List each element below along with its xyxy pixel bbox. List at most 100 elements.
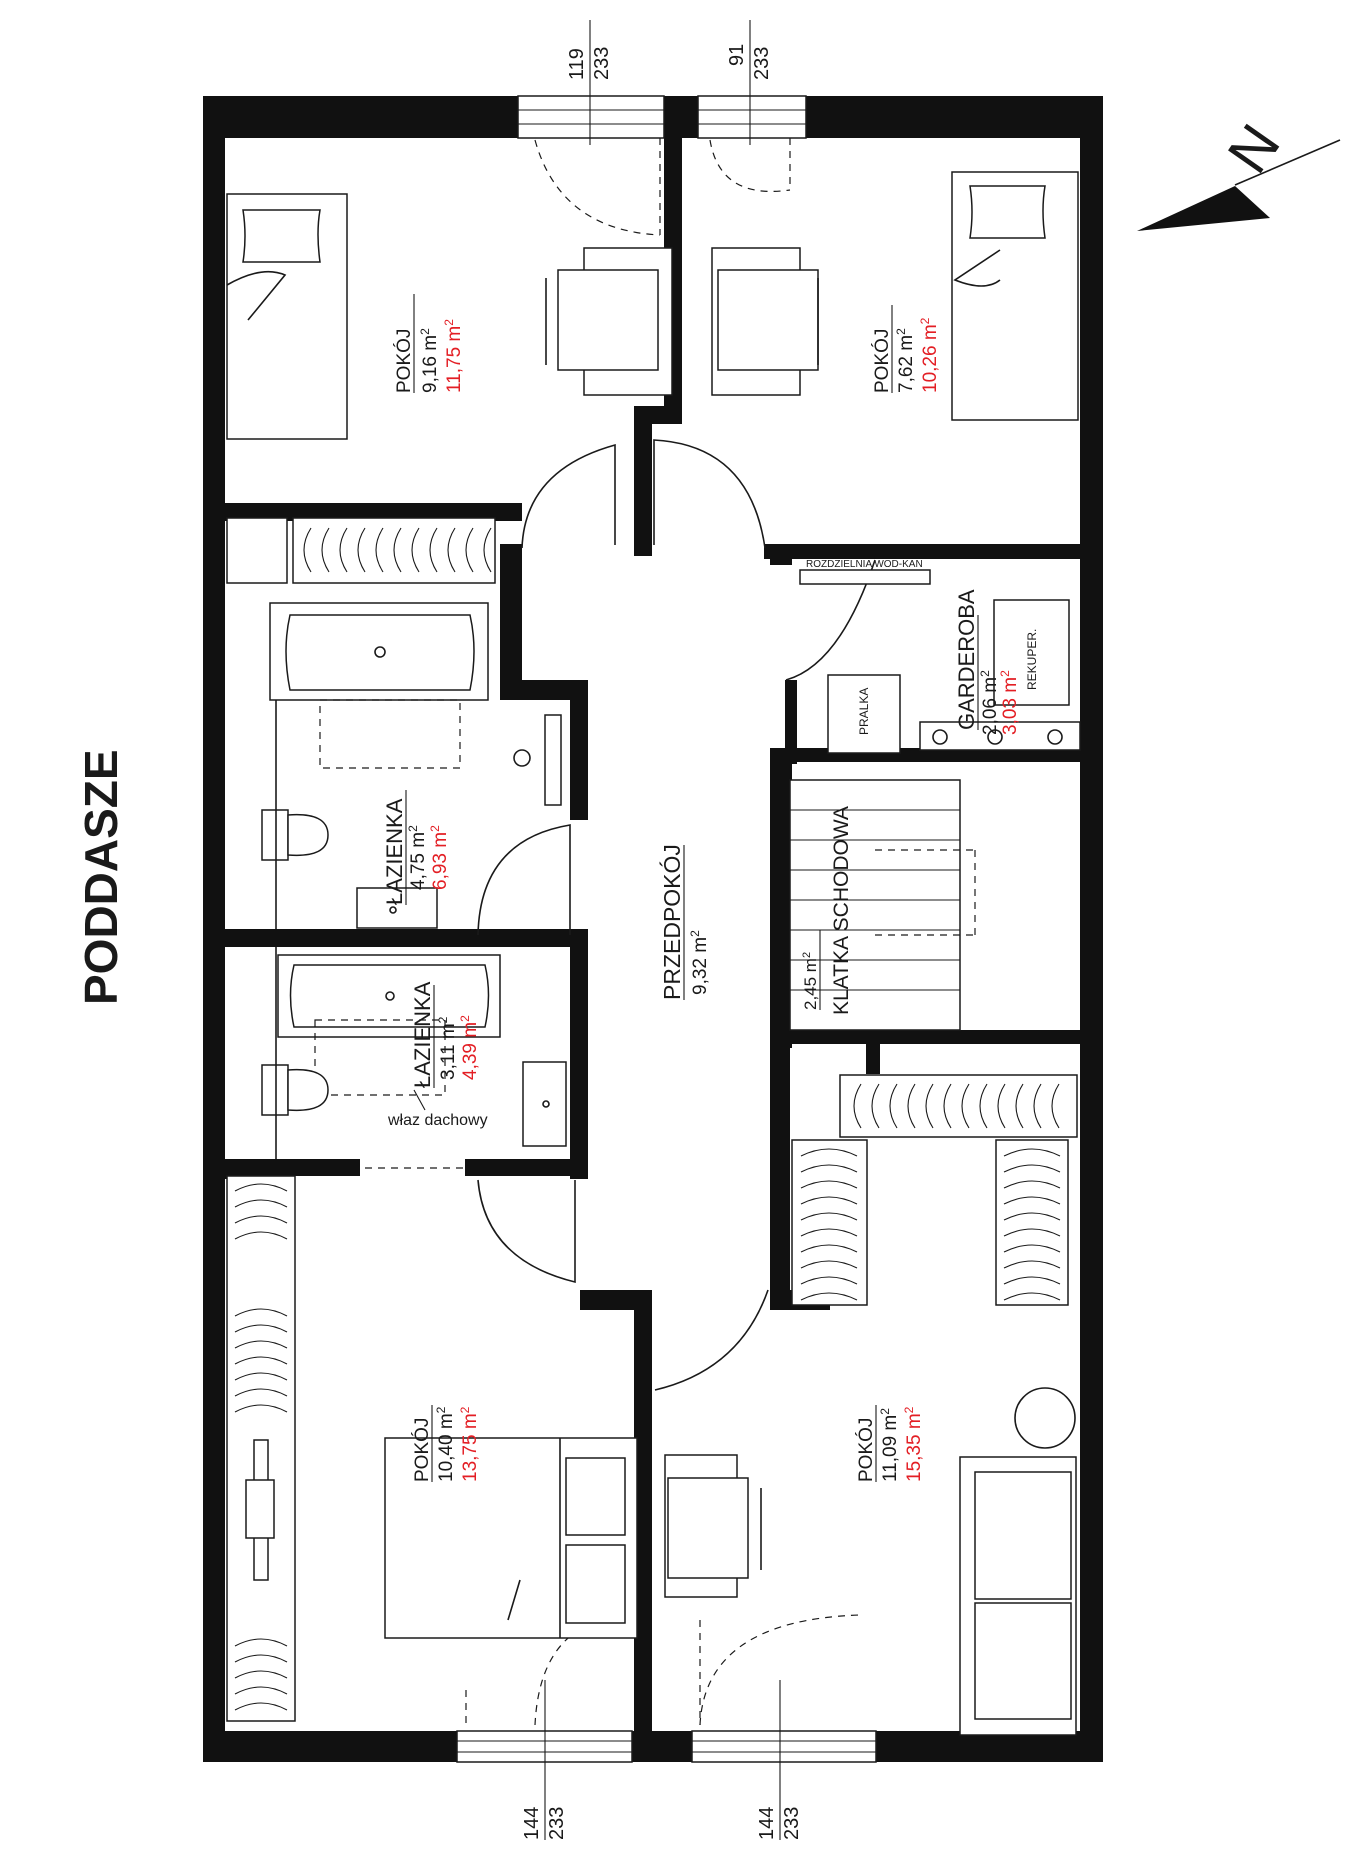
plan-title: PODDASZE xyxy=(75,749,127,1005)
bathroom-2-fixtures xyxy=(261,947,567,1169)
room-top-left-name: POKÓJ xyxy=(393,329,415,393)
hanger-arc xyxy=(925,1083,934,1129)
hanger-arc xyxy=(1003,1276,1061,1285)
hanger-arc xyxy=(1033,1083,1042,1129)
hanger-arc xyxy=(1003,1180,1061,1189)
hanger-arc xyxy=(1003,1164,1061,1173)
tv-stand xyxy=(245,1439,275,1581)
hanger-arc xyxy=(961,1083,970,1129)
hanger-arc xyxy=(800,1180,858,1189)
water-distribution-label: ROZDZIELNIA WOD-KAN xyxy=(806,559,923,570)
bathroom-2-gross: 4,39 m2 xyxy=(458,1015,481,1080)
bathroom-2-net: 3,11 m2 xyxy=(436,1016,459,1080)
window-dims-bottom-left: 144 233 xyxy=(521,1680,568,1840)
stairs xyxy=(789,779,976,1031)
desk-bottom xyxy=(664,1454,762,1598)
window-dims-bottom-right: 144 233 xyxy=(756,1680,803,1840)
hanger-arc xyxy=(800,1244,858,1253)
hanger-arc xyxy=(800,1196,858,1205)
hanger-arc xyxy=(234,1356,288,1365)
window-bottom-left-height: 233 xyxy=(546,1807,568,1840)
bathroom-2-name: ŁAZIENKA xyxy=(410,981,435,1088)
compass-label: N xyxy=(1215,113,1292,185)
utility-fixtures xyxy=(799,569,1081,754)
hanger-arc xyxy=(375,527,384,573)
recuperator-label: REKUPER. xyxy=(1025,629,1039,690)
hanger-arc xyxy=(429,527,438,573)
room-top-right-gross: 10,26 m2 xyxy=(918,317,941,393)
label-room-bottom-left: POKÓJ 10,40 m2 13,75 m2 xyxy=(411,1405,481,1482)
wardrobe-hangers xyxy=(234,527,1061,1711)
bathroom-1-net: 4,75 m2 xyxy=(406,825,429,890)
hanger-arc xyxy=(339,527,348,573)
label-room-top-left: POKÓJ 9,16 m2 11,75 m2 xyxy=(393,294,465,393)
hanger-arc xyxy=(800,1228,858,1237)
wardrobe-top xyxy=(226,517,496,584)
hanger-arc xyxy=(800,1148,858,1157)
label-bathroom-2: ŁAZIENKA 3,11 m2 4,39 m2 xyxy=(410,981,481,1088)
hanger-arc xyxy=(411,527,420,573)
hanger-arc xyxy=(234,1231,288,1240)
hanger-arc xyxy=(303,527,312,573)
hanger-arc xyxy=(465,527,474,573)
room-bottom-left-gross: 13,75 m2 xyxy=(458,1406,481,1482)
wardrobe-net: 2,06 m2 xyxy=(978,670,1001,735)
hanger-arc xyxy=(234,1199,288,1208)
window-top-left-height: 233 xyxy=(591,47,613,80)
hanger-arc xyxy=(234,1670,288,1679)
roof-hatch-label: właz dachowy xyxy=(387,1112,488,1129)
hanger-arc xyxy=(853,1083,862,1129)
hanger-arc xyxy=(800,1276,858,1285)
washer-label: PRALKA xyxy=(857,688,871,735)
hanger-arc xyxy=(234,1324,288,1333)
outer-walls xyxy=(203,96,1103,1762)
hanger-arc xyxy=(234,1388,288,1397)
window-dims-top-right: 91 233 xyxy=(726,20,773,145)
wardrobe-name: GARDEROBA xyxy=(954,589,979,730)
compass: N xyxy=(1137,113,1341,231)
hanger-arc xyxy=(1003,1260,1061,1269)
bed-bottom-left xyxy=(384,1437,638,1639)
hanger-arc xyxy=(483,527,492,573)
hanger-arc xyxy=(447,527,456,573)
hanger-arc xyxy=(321,527,330,573)
label-room-top-right: POKÓJ 7,62 m2 10,26 m2 xyxy=(871,305,941,393)
hanger-arc xyxy=(943,1083,952,1129)
room-bottom-right-gross: 15,35 m2 xyxy=(902,1406,925,1482)
window-bottom-right-width: 144 xyxy=(756,1807,778,1840)
window-dims-top-left: 119 233 xyxy=(566,20,613,145)
hanger-arc xyxy=(357,527,366,573)
hanger-arc xyxy=(234,1183,288,1192)
hanger-arc xyxy=(234,1372,288,1381)
hanger-arc xyxy=(234,1686,288,1695)
window-top-right-height: 233 xyxy=(751,47,773,80)
hanger-arc xyxy=(871,1083,880,1129)
hanger-arc xyxy=(1015,1083,1024,1129)
hanger-arc xyxy=(979,1083,988,1129)
hanger-arc xyxy=(1003,1228,1061,1237)
hanger-arc xyxy=(1003,1292,1061,1301)
hanger-arc xyxy=(1051,1083,1060,1129)
label-bathroom-1: ŁAZIENKA 4,75 m2 6,93 m2 xyxy=(382,790,451,905)
roof-hatch-leader xyxy=(413,1089,426,1111)
label-room-bottom-right: POKÓJ 11,09 m2 15,35 m2 xyxy=(855,1405,925,1482)
sofa xyxy=(959,1387,1077,1736)
room-top-right-name: POKÓJ xyxy=(871,329,893,393)
hanger-arc xyxy=(234,1215,288,1224)
hanger-arc xyxy=(1003,1212,1061,1221)
hanger-arc xyxy=(1003,1244,1061,1253)
hanger-arc xyxy=(234,1340,288,1349)
window-top-left-width: 119 xyxy=(566,48,588,80)
hanger-arc xyxy=(889,1083,898,1129)
hall-net: 9,32 m2 xyxy=(688,930,711,995)
hanger-arc xyxy=(234,1638,288,1647)
wardrobe-gross: 3,03 m2 xyxy=(998,670,1021,735)
window-bottom-left-width: 144 xyxy=(521,1807,543,1840)
bed-top-left xyxy=(226,193,348,440)
hanger-arc xyxy=(907,1083,916,1129)
label-wardrobe: GARDEROBA 2,06 m2 3,03 m2 xyxy=(954,589,1021,735)
room-bottom-left-net: 10,40 m2 xyxy=(434,1406,457,1482)
hanger-arc xyxy=(393,527,402,573)
hanger-arc xyxy=(234,1308,288,1317)
